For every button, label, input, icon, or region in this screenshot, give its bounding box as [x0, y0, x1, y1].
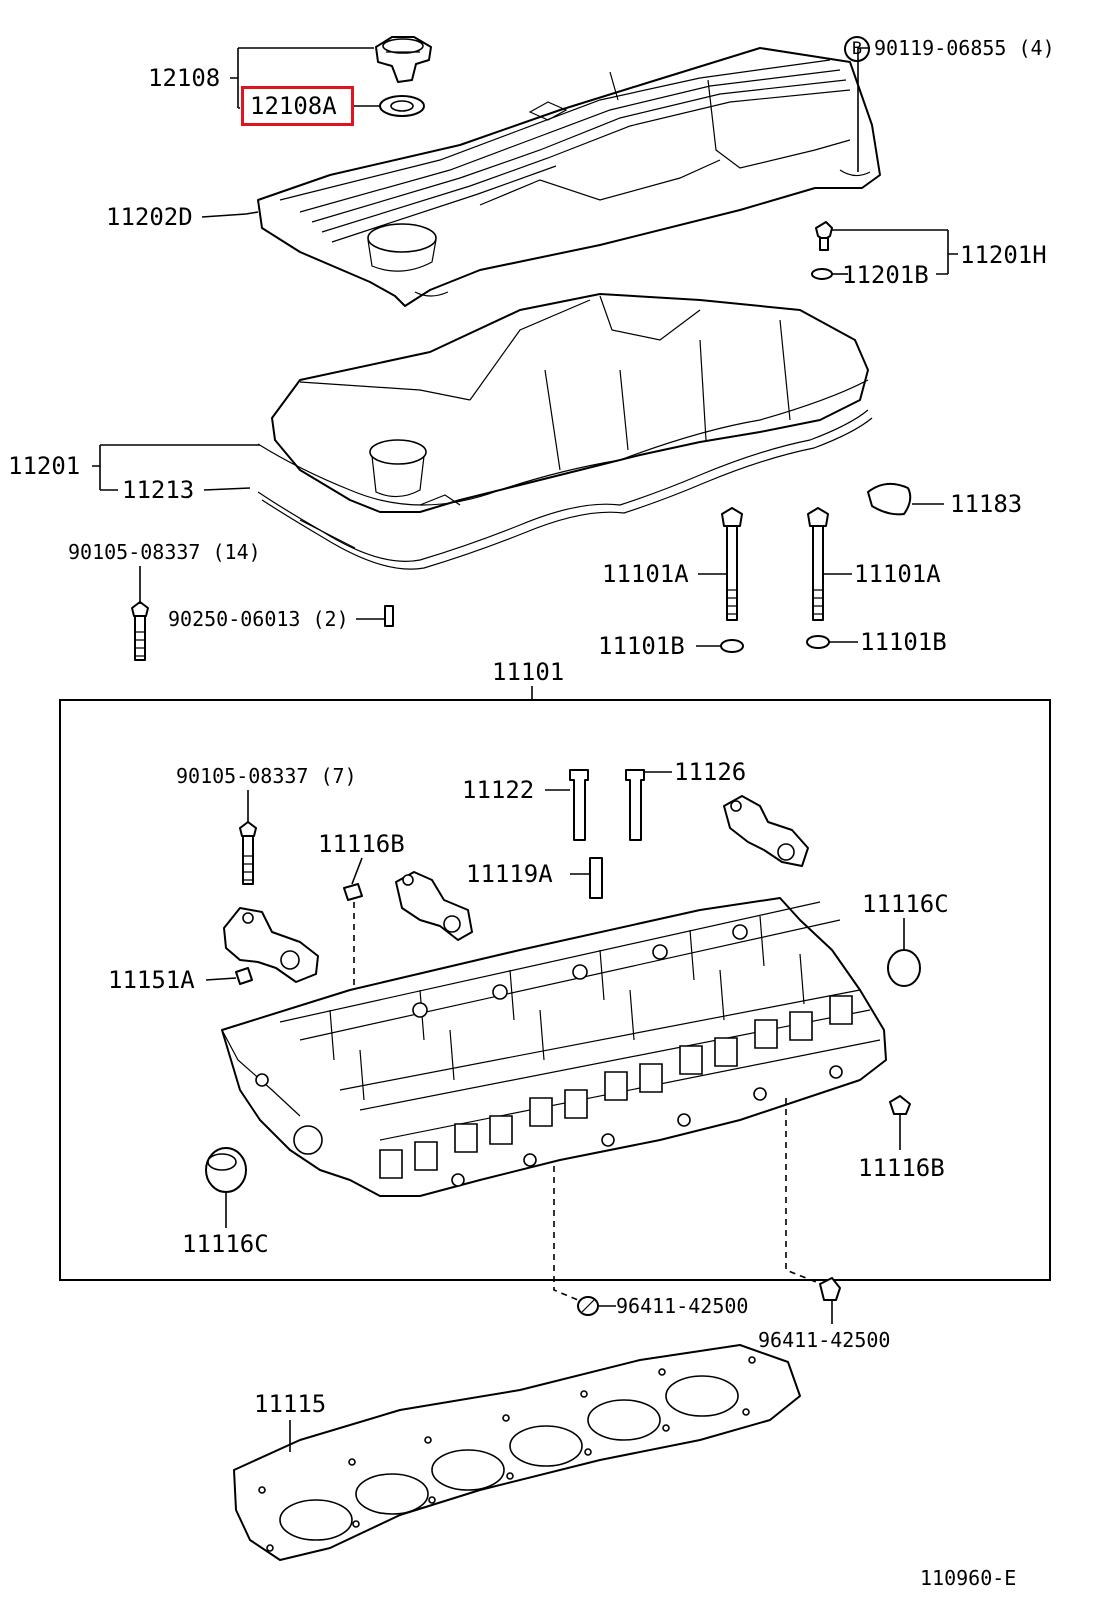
label-90250-06013[interactable]: 90250-06013 (2)	[168, 607, 349, 631]
label-11202D[interactable]: 11202D	[106, 203, 193, 231]
head-bolt-small-shape	[132, 602, 148, 660]
camshaft-bearing-cap-left-shape	[224, 908, 318, 982]
head-gasket-shape	[234, 1345, 800, 1560]
label-11122[interactable]: 11122	[462, 776, 535, 804]
label-11201H[interactable]: 11201H	[960, 241, 1047, 269]
label-11101A-right[interactable]: 11101A	[854, 560, 941, 588]
pin-shape	[236, 968, 252, 984]
valve-guide-exhaust-shape	[626, 770, 644, 840]
head-bolt-left-shape	[722, 508, 742, 620]
label-11116B-top[interactable]: 11116B	[318, 830, 405, 858]
camshaft-bolt-shape	[240, 822, 256, 884]
cover-bolt-shape	[816, 222, 832, 250]
label-11116C-left[interactable]: 11116C	[182, 1230, 269, 1258]
label-11115[interactable]: 11115	[254, 1390, 327, 1418]
oil-filler-cap-shape	[376, 37, 431, 82]
dowel-pin-shape	[385, 606, 393, 626]
label-90105-08337-7[interactable]: 90105-08337 (7)	[176, 764, 357, 788]
label-11101[interactable]: 11101	[492, 658, 565, 686]
valve-cover-gasket-shape	[258, 410, 872, 569]
head-washer-left-shape	[721, 640, 743, 652]
label-90119-06855[interactable]: 90119-06855 (4)	[874, 36, 1055, 60]
seal-plug-left-shape	[206, 1148, 246, 1192]
plug-96411-right-shape	[820, 1278, 840, 1300]
label-11101B-right[interactable]: 11101B	[860, 628, 947, 656]
label-11201[interactable]: 11201	[8, 452, 81, 480]
dashed-guide-lines	[354, 902, 816, 1300]
valve-guide-intake-shape	[570, 770, 588, 840]
seal-plug-right-shape	[888, 950, 920, 986]
label-11101A-left[interactable]: 11101A	[602, 560, 689, 588]
plug-lower-shape	[890, 1096, 910, 1114]
cylinder-head-shape	[222, 898, 886, 1196]
label-11116B-bottom[interactable]: 11116B	[858, 1154, 945, 1182]
head-bolt-right-shape	[808, 508, 828, 620]
label-11119A[interactable]: 11119A	[466, 860, 553, 888]
label-11201B[interactable]: 11201B	[842, 261, 929, 289]
cylinder-head-assembly-frame	[60, 700, 1050, 1280]
highlight-box	[241, 86, 354, 126]
valve-cover-shape	[258, 294, 868, 512]
b-marker: B	[844, 36, 870, 62]
engine-cover-shape	[258, 48, 880, 306]
label-90105-08337-14[interactable]: 90105-08337 (14)	[68, 540, 261, 564]
label-96411-42500-left[interactable]: 96411-42500	[616, 1294, 749, 1318]
label-11151A[interactable]: 11151A	[108, 966, 195, 994]
label-11116C-right[interactable]: 11116C	[862, 890, 949, 918]
label-96411-42500-right[interactable]: 96411-42500	[758, 1328, 891, 1352]
half-moon-plug-shape	[868, 484, 910, 514]
figure-number: 110960-E	[920, 1566, 1017, 1590]
stud-shape	[590, 858, 602, 898]
oil-cap-gasket-shape	[380, 96, 424, 116]
label-11126[interactable]: 11126	[674, 758, 747, 786]
head-washer-right-shape	[807, 636, 829, 648]
camshaft-bearing-cap-center-shape	[396, 872, 472, 940]
cover-washer-shape	[812, 269, 832, 279]
plug-96411-left-shape	[578, 1297, 598, 1315]
camshaft-bearing-cap-right-shape	[724, 796, 808, 866]
label-11183[interactable]: 11183	[950, 490, 1023, 518]
plug-upper-shape	[344, 884, 362, 900]
label-11213[interactable]: 11213	[122, 476, 195, 504]
label-12108[interactable]: 12108	[148, 64, 221, 92]
label-11101B-left[interactable]: 11101B	[598, 632, 685, 660]
label-12108A[interactable]: 12108A	[250, 92, 337, 120]
